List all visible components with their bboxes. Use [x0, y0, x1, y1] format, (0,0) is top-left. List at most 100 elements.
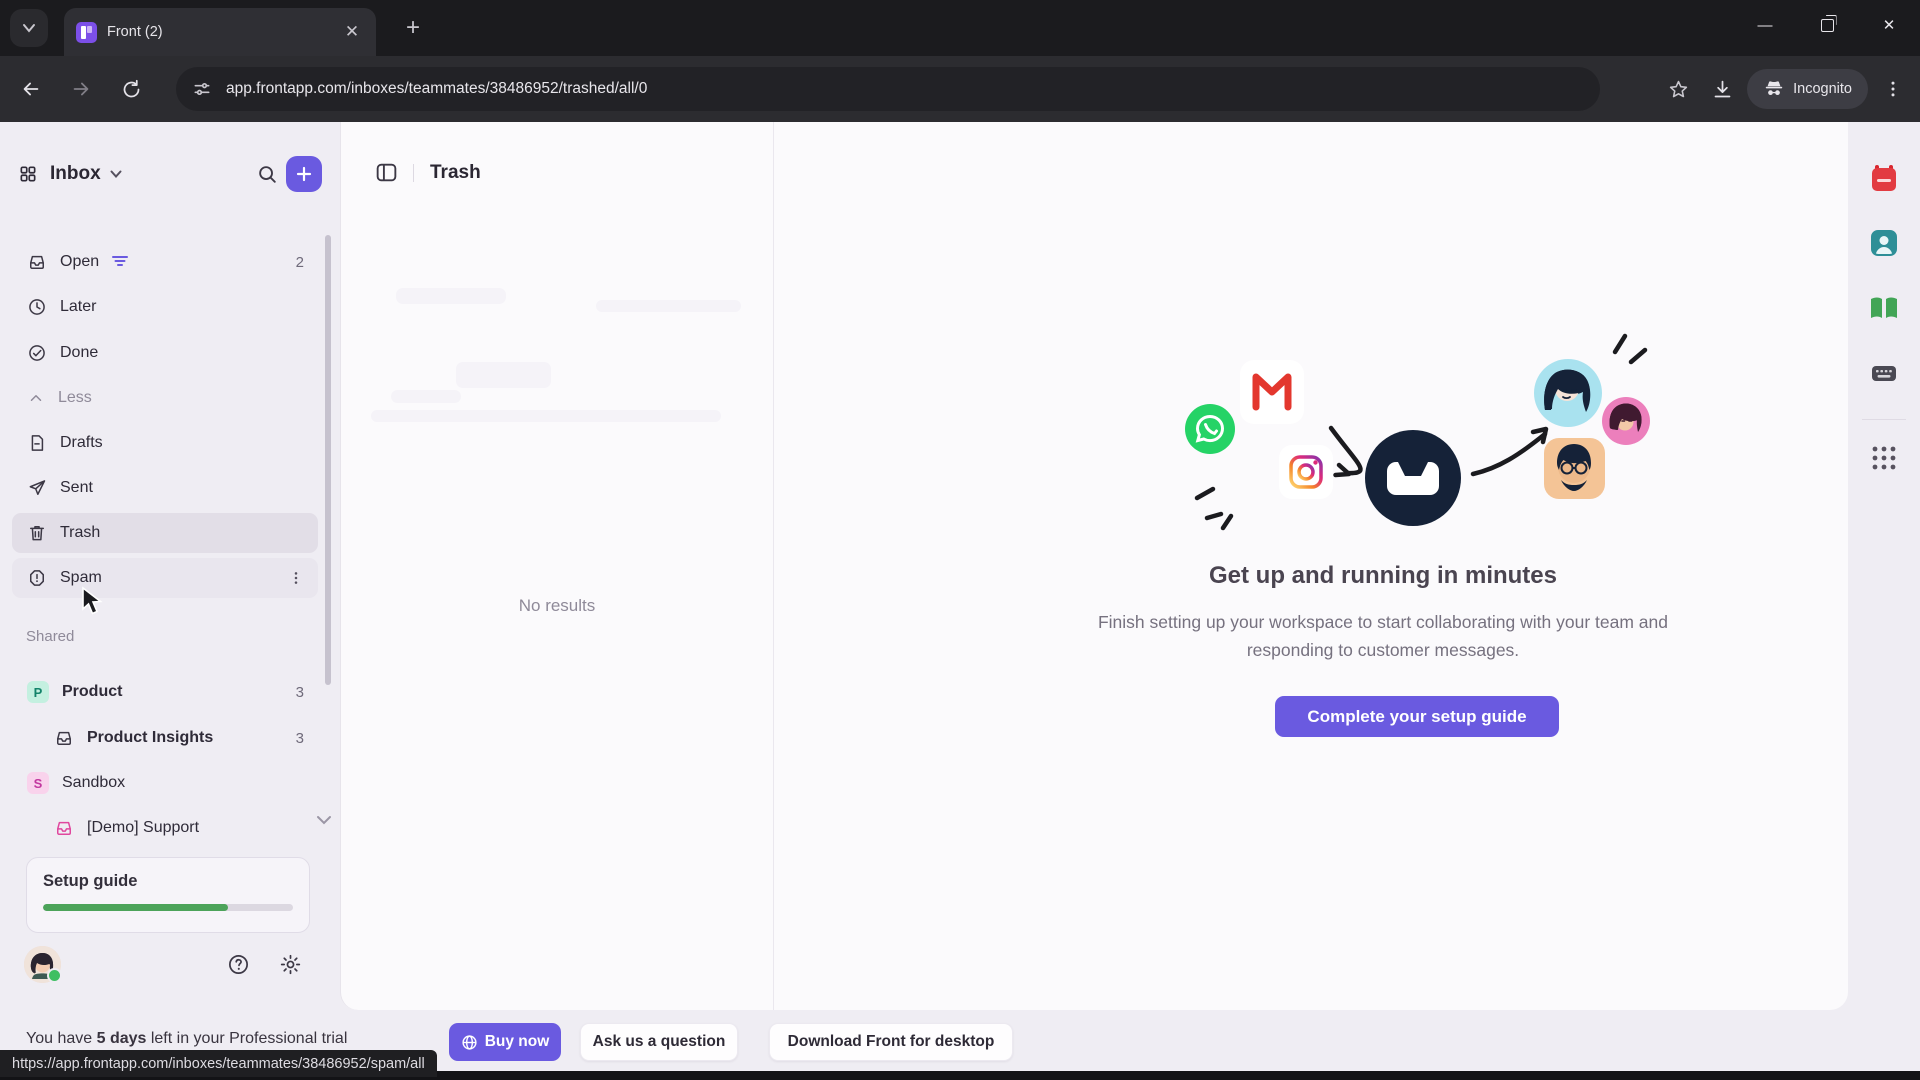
trash-icon: [30, 526, 44, 541]
contacts-rail-button[interactable]: [1864, 223, 1904, 263]
right-rail: [1848, 122, 1920, 1010]
restore-icon: [1820, 18, 1834, 32]
header-divider: [413, 163, 414, 182]
site-info-icon[interactable]: [192, 79, 212, 99]
online-status-dot: [47, 967, 62, 983]
sidebar-item-later[interactable]: Later: [12, 287, 318, 327]
browser-tab-strip: Front (2) ✕ + — ✕: [0, 0, 1920, 56]
gmail-icon: [1240, 360, 1304, 424]
kebab-menu-icon: [1891, 81, 1895, 97]
open-book-icon: [1871, 297, 1897, 318]
skeleton-block: [391, 390, 461, 403]
window-restore-button[interactable]: [1796, 0, 1858, 50]
sidebar-item-sandbox[interactable]: S Sandbox: [12, 763, 318, 803]
instagram-icon: [1279, 445, 1333, 499]
compose-button[interactable]: [286, 156, 322, 192]
browser-toolbar: app.frontapp.com/inboxes/teammates/38486…: [0, 56, 1920, 122]
sidebar: Inbox Open 2 Later: [0, 122, 340, 1080]
setup-guide-label: Setup guide: [43, 872, 138, 890]
sidebar-item-drafts[interactable]: Drafts: [12, 423, 318, 463]
search-icon: [259, 166, 276, 183]
sidebar-item-less[interactable]: Less: [12, 378, 318, 418]
onboarding-panel: Get up and running in minutes Finish set…: [773, 122, 1848, 1010]
shared-section-header: Shared: [26, 628, 75, 645]
download-front-button[interactable]: Download Front for desktop: [769, 1023, 1013, 1061]
incognito-badge: Incognito: [1747, 69, 1868, 109]
list-title: Trash: [430, 161, 481, 183]
download-icon: [1714, 80, 1731, 97]
calendar-rail-button[interactable]: [1864, 158, 1904, 198]
forward-button[interactable]: [62, 70, 100, 108]
reload-icon: [123, 79, 139, 97]
setup-progress-fill: [43, 904, 228, 911]
inbox-icon: [30, 255, 44, 269]
sidebar-item-product-insights[interactable]: Product Insights 3: [12, 718, 318, 758]
bookmark-star-button[interactable]: [1659, 70, 1697, 108]
sidebar-scrollbar[interactable]: [325, 235, 331, 685]
sidebar-item-spam[interactable]: Spam: [12, 558, 318, 598]
window-controls: — ✕: [1734, 0, 1920, 50]
skeleton-block: [396, 288, 506, 304]
browser-menu-button[interactable]: [1874, 70, 1912, 108]
collapse-sidebar-icon[interactable]: [374, 160, 399, 185]
back-button[interactable]: [12, 70, 50, 108]
tab-search-button[interactable]: [10, 9, 48, 47]
tab-title: Front (2): [107, 24, 163, 40]
sidebar-item-open[interactable]: Open 2: [12, 242, 318, 282]
star-icon: [1669, 80, 1687, 97]
plus-icon: [296, 166, 312, 182]
conversation-list-panel: Trash No results: [341, 122, 774, 1010]
user-avatar[interactable]: [24, 945, 62, 983]
status-url-tooltip: https://app.frontapp.com/inboxes/teammat…: [0, 1050, 437, 1077]
scroll-more-chevron-icon[interactable]: [316, 814, 332, 826]
teammate-avatar-pink: [1602, 397, 1650, 445]
chevron-down-icon[interactable]: [109, 167, 123, 181]
skeleton-block: [456, 362, 551, 388]
incognito-label: Incognito: [1793, 81, 1852, 97]
buy-now-button[interactable]: Buy now: [449, 1023, 561, 1061]
sidebar-item-trash[interactable]: Trash: [12, 513, 318, 553]
help-button[interactable]: [212, 953, 264, 976]
tab-close-icon[interactable]: ✕: [344, 22, 360, 41]
sidebar-item-product[interactable]: P Product 3: [12, 672, 318, 712]
draft-icon: [31, 435, 44, 451]
teammate-avatar-teal: [1534, 359, 1602, 427]
filter-icon: [111, 256, 128, 266]
browser-tab[interactable]: Front (2) ✕: [64, 8, 376, 56]
front-app: Inbox Open 2 Later: [0, 122, 1920, 1080]
globe-icon: [462, 1034, 477, 1050]
url-bar[interactable]: app.frontapp.com/inboxes/teammates/38486…: [176, 67, 1600, 111]
trial-bar: You have 5 days left in your Professiona…: [0, 1010, 1920, 1080]
teammate-avatar-orange: [1544, 438, 1605, 499]
row-menu-kebab-icon[interactable]: [288, 570, 304, 586]
search-button[interactable]: [248, 163, 286, 185]
keyboard-rail-button[interactable]: [1864, 353, 1904, 393]
settings-button[interactable]: [264, 953, 316, 976]
sparkle-lines: [1194, 486, 1234, 531]
inbox-switcher[interactable]: Inbox: [50, 163, 101, 184]
sidebar-item-sent[interactable]: Sent: [12, 468, 318, 508]
inbox-pink-icon: [57, 821, 71, 835]
apps-grid-rail-button[interactable]: [1864, 438, 1904, 478]
new-tab-button[interactable]: +: [405, 14, 420, 41]
knowledge-base-rail-button[interactable]: [1864, 288, 1904, 328]
download-button[interactable]: [1703, 70, 1741, 108]
reload-button[interactable]: [112, 70, 150, 108]
help-icon: [228, 954, 248, 974]
ask-question-button[interactable]: Ask us a question: [580, 1023, 738, 1061]
window-minimize-button[interactable]: —: [1757, 16, 1773, 34]
window-close-button[interactable]: ✕: [1882, 17, 1896, 34]
setup-progress-bar: [43, 904, 293, 911]
unread-count: 2: [295, 253, 304, 271]
setup-guide-card[interactable]: Setup guide: [26, 857, 310, 933]
back-arrow-icon: [23, 82, 39, 96]
workspace-grid-icon: [20, 166, 36, 182]
apps-grid-icon: [1872, 446, 1896, 470]
url-text[interactable]: app.frontapp.com/inboxes/teammates/38486…: [226, 80, 648, 97]
onboarding-subtext: Finish setting up your workspace to star…: [1097, 612, 1668, 660]
whatsapp-icon: [1185, 404, 1235, 454]
sidebar-item-done[interactable]: Done: [12, 333, 318, 373]
unread-count: 3: [295, 683, 304, 701]
complete-setup-guide-button[interactable]: Complete your setup guide: [1275, 696, 1559, 737]
sidebar-item-demo-support[interactable]: [Demo] Support: [12, 808, 318, 848]
